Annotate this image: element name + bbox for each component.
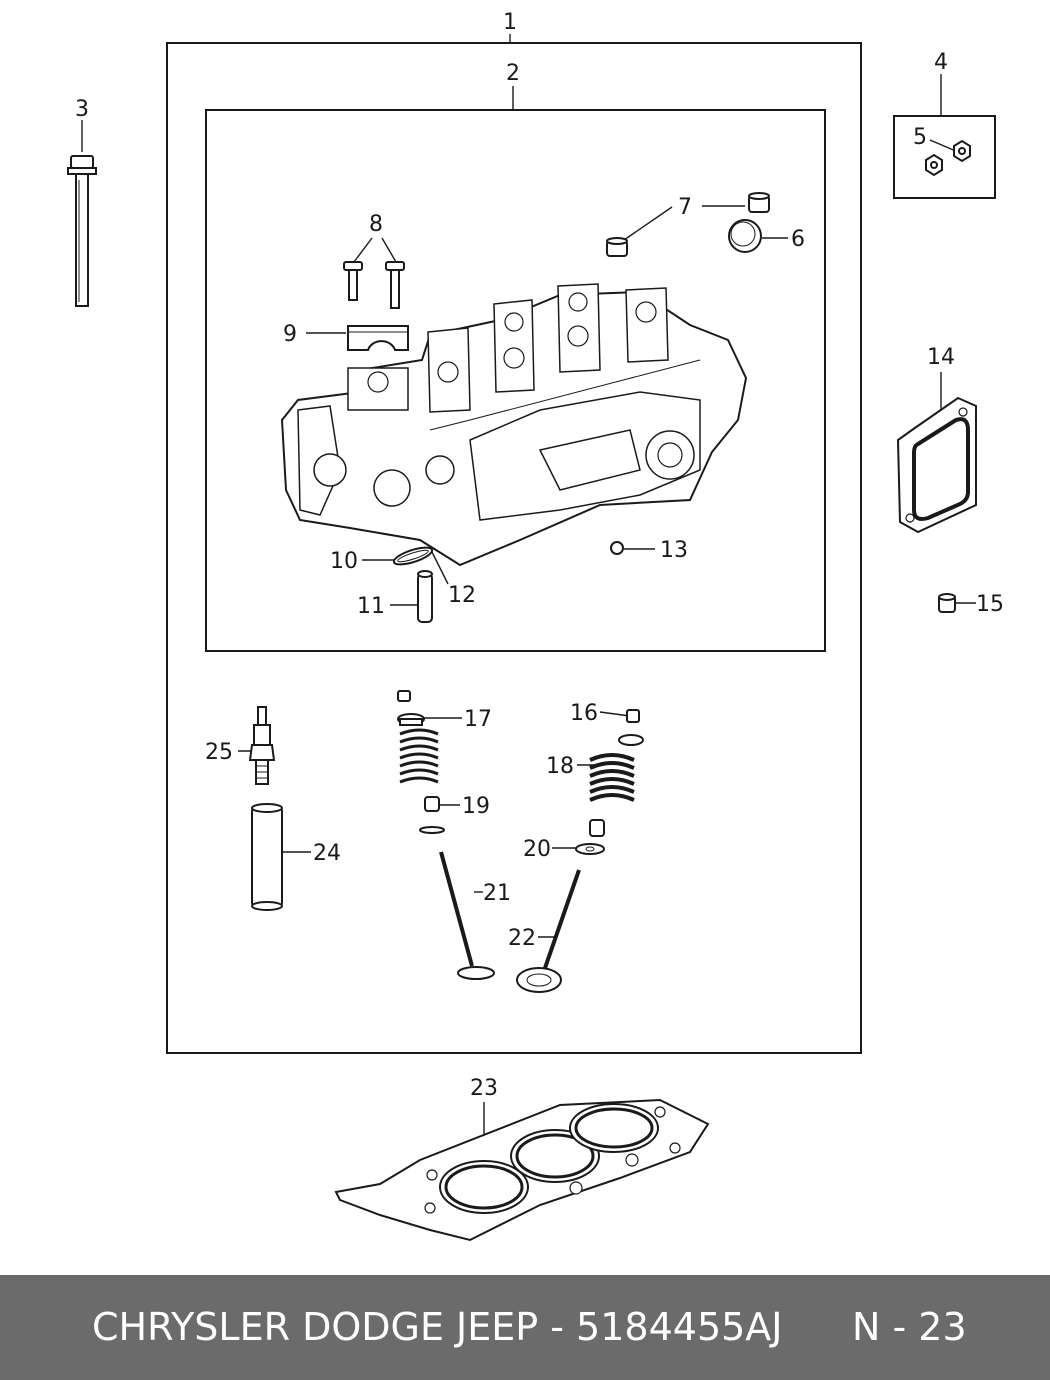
callout-21: 21 xyxy=(483,881,511,906)
assembly-box xyxy=(166,42,862,1054)
head-bolt-icon xyxy=(67,155,97,307)
callout-8: 8 xyxy=(369,212,383,237)
callout-20: 20 xyxy=(523,837,551,862)
valve-guide-icon xyxy=(417,570,433,623)
callout-14: 14 xyxy=(927,345,955,370)
intake-valve-stack-icon xyxy=(397,690,495,980)
dowel-icon xyxy=(938,593,956,613)
callout-9: 9 xyxy=(283,322,297,347)
callout-1: 1 xyxy=(503,10,517,35)
seal-ring-icon xyxy=(392,546,434,566)
cam-cap-icon xyxy=(347,325,409,351)
callout-6: 6 xyxy=(791,227,805,252)
callout-labels: 1 2 3 4 5 6 7 8 9 10 11 12 13 14 15 16 1… xyxy=(75,10,1004,1101)
callout-7: 7 xyxy=(678,195,692,220)
callout-13: 13 xyxy=(660,538,688,563)
nut-kit-box xyxy=(893,115,996,199)
head-gasket-icon xyxy=(334,1098,710,1242)
parts-diagram: 1 2 3 4 5 6 7 8 9 10 11 12 13 14 15 16 1… xyxy=(67,10,1004,1242)
exhaust-valve-stack-icon xyxy=(516,709,644,993)
callout-15: 15 xyxy=(976,592,1004,617)
footer-page-ref: N - 23 xyxy=(852,1305,967,1349)
expansion-plug-icon xyxy=(728,219,762,253)
callout-12: 12 xyxy=(448,583,476,608)
callout-18: 18 xyxy=(546,754,574,779)
callout-4: 4 xyxy=(934,50,948,75)
callout-23: 23 xyxy=(470,1076,498,1101)
small-plug-icon xyxy=(610,541,624,555)
spark-plug-icon xyxy=(248,706,276,785)
callout-3: 3 xyxy=(75,97,89,122)
callout-2: 2 xyxy=(506,61,520,86)
nut-icon xyxy=(925,139,971,177)
callout-10: 10 xyxy=(330,549,358,574)
callout-24: 24 xyxy=(313,841,341,866)
callout-17: 17 xyxy=(464,707,492,732)
callout-22: 22 xyxy=(508,926,536,951)
callout-11: 11 xyxy=(357,594,385,619)
cylinder-head-box xyxy=(205,109,826,652)
footer-bar: CHRYSLER DODGE JEEP - 5184455AJ N - 23 xyxy=(0,1275,1050,1380)
footer-part-number: CHRYSLER DODGE JEEP - 5184455AJ xyxy=(92,1305,783,1349)
callout-19: 19 xyxy=(462,794,490,819)
cam-cap-bolt-icon xyxy=(343,261,405,309)
callout-25: 25 xyxy=(205,740,233,765)
callout-5: 5 xyxy=(913,125,927,150)
spark-plug-tube-icon xyxy=(251,803,283,911)
cylinder-head-icon xyxy=(280,283,748,567)
cup-plug-icon xyxy=(606,192,770,257)
callout-16: 16 xyxy=(570,701,598,726)
manifold-gasket-icon xyxy=(896,396,977,534)
